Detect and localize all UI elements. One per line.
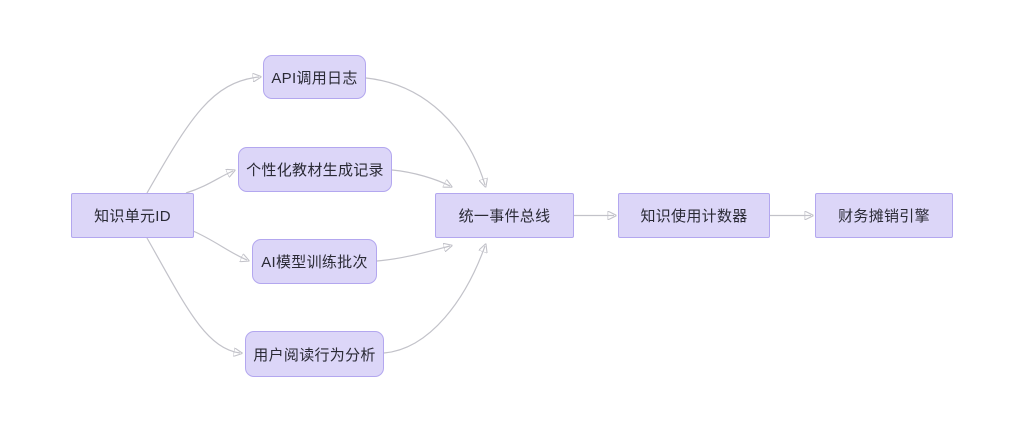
node-knowledge-usage-counter: 知识使用计数器: [618, 193, 770, 238]
edge-reading-to-bus: [383, 246, 485, 354]
edge-ai-to-bus: [376, 246, 450, 262]
node-unified-event-bus: 统一事件总线: [435, 193, 574, 238]
node-personalized-textbook-record: 个性化教材生成记录: [238, 147, 392, 192]
edge-kuid-to-reading: [146, 237, 240, 353]
edge-kuid-to-api: [146, 77, 259, 194]
node-knowledge-unit-id: 知识单元ID: [71, 193, 194, 238]
node-ai-model-training-batch: AI模型训练批次: [252, 239, 377, 284]
node-user-reading-behavior-analysis: 用户阅读行为分析: [245, 331, 384, 377]
node-api-call-log: API调用日志: [263, 55, 366, 99]
edge-kuid-to-ai: [192, 230, 247, 260]
node-financial-amortization-engine: 财务摊销引擎: [815, 193, 953, 238]
edge-kuid-to-personalized: [185, 171, 233, 194]
edge-personalized-to-bus: [391, 169, 450, 186]
edge-api-to-bus: [365, 77, 485, 185]
